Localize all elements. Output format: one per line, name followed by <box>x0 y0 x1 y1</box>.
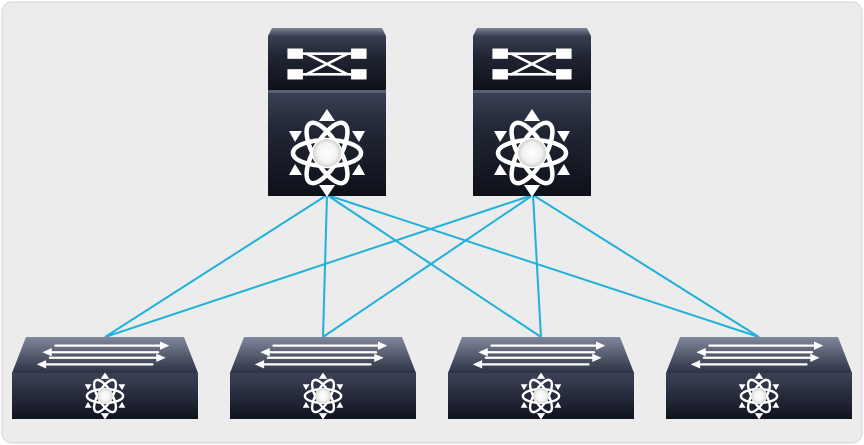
access-switch-3[interactable] <box>448 337 634 419</box>
access-switch-2[interactable] <box>230 337 416 419</box>
core-switch-1[interactable] <box>268 28 386 197</box>
core-switch-2[interactable] <box>473 28 591 197</box>
access-switch-1[interactable] <box>12 337 198 419</box>
access-switch-4[interactable] <box>666 337 852 419</box>
